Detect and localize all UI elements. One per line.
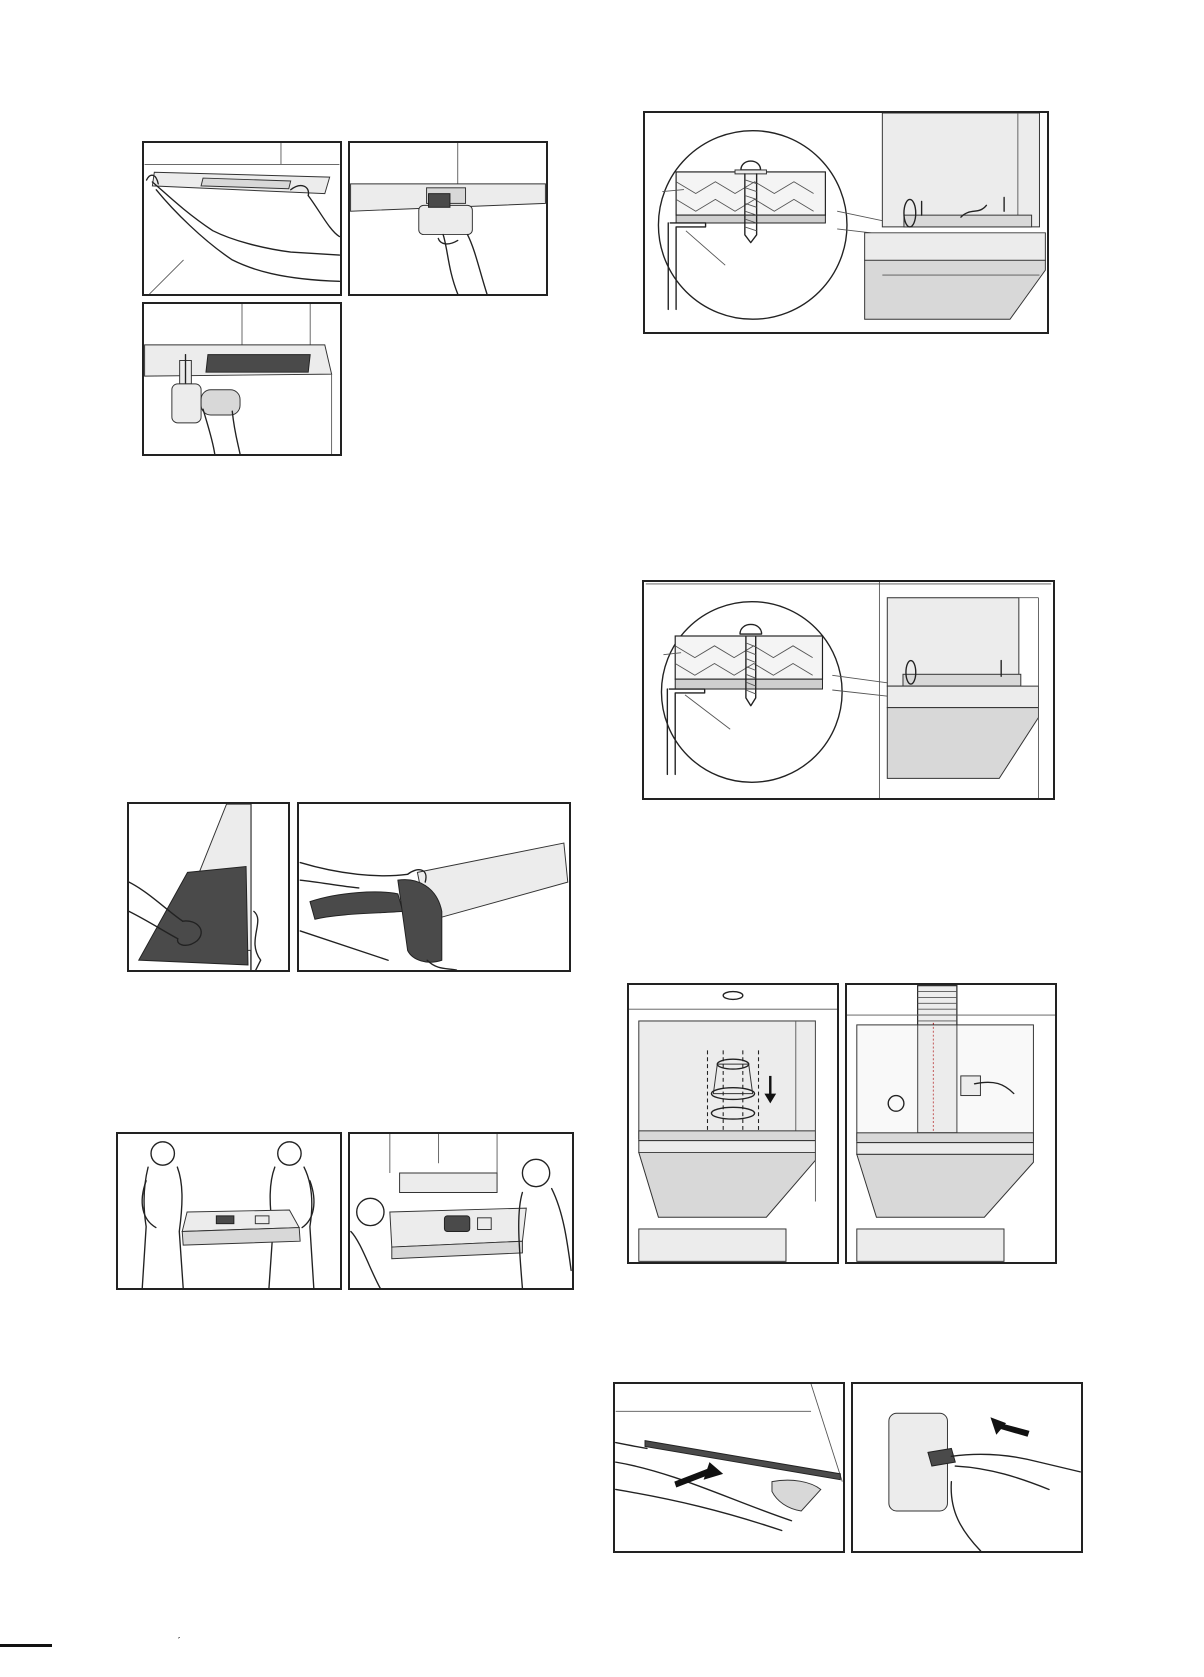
- two-people-lift-illustration: [118, 1134, 340, 1288]
- duct-adapter-illustration: [629, 985, 837, 1262]
- unwrap-panel-illustration: [129, 804, 288, 970]
- hand-insert-cartridge-illustration: [350, 143, 546, 294]
- fig-duct-adapter: [627, 983, 839, 1264]
- fig-two-people-lift: [116, 1132, 342, 1290]
- flexible-duct-illustration: [847, 985, 1055, 1262]
- trim-strip-illustration: [615, 1384, 843, 1551]
- fig-remove-filter: [142, 141, 342, 296]
- fig-drill-screw: [142, 302, 342, 456]
- fig-pull-cover: [297, 802, 571, 972]
- fig-insert-filter-cartridge: [348, 141, 548, 296]
- fig-screw-detail-2: [642, 580, 1055, 800]
- fig-screw-detail-1: [643, 111, 1049, 334]
- pull-cover-illustration: [299, 804, 569, 970]
- fig-flexible-duct: [845, 983, 1057, 1264]
- hand-remove-filter-illustration: [144, 143, 340, 294]
- fig-fit-trim-strip: [613, 1382, 845, 1553]
- fig-plug-in: [851, 1382, 1083, 1553]
- two-people-mount-illustration: [350, 1134, 572, 1288]
- plug-socket-illustration: [853, 1384, 1081, 1551]
- fig-unwrap-panel: [127, 802, 290, 972]
- screw-cross-section-illustration: [644, 582, 1053, 798]
- fig-two-people-mount: [348, 1132, 574, 1290]
- screwdriver-illustration: [144, 304, 340, 454]
- screw-cross-section-illustration: [645, 113, 1047, 332]
- page-footer-rule: [0, 1644, 52, 1647]
